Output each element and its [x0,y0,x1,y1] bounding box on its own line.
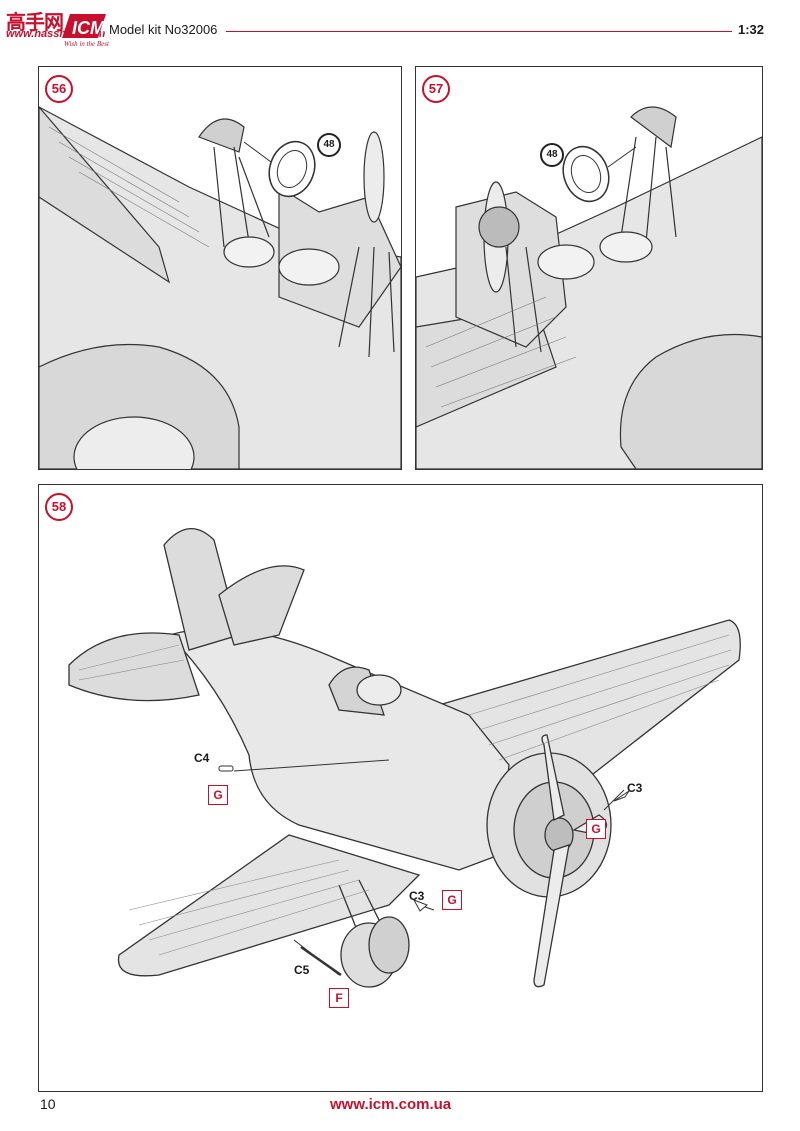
right-stabilizer [218,565,305,646]
sprue-tag-c4: G [208,785,228,805]
wing-ribs [48,126,210,248]
wheel-disc-48 [268,140,316,198]
watermark-logo: 高手网 [6,10,64,34]
icm-logo: ICM [62,14,106,38]
step-57-leader [607,146,637,168]
step-number-badge: 56 [45,75,73,103]
step-56-leader [243,141,272,163]
sprue-tag-c3-right: G [586,819,606,839]
wheel-disc-48 [562,145,610,203]
left-gear-struts [505,246,542,353]
wing-panel-left [39,106,171,284]
wing-ribs [425,296,577,408]
brand-tagline: Wish in the Best [64,40,109,48]
c3-right-leader [603,789,625,811]
part-c3-right [613,790,630,802]
step-57-panel: 57 48 [415,66,763,470]
fuselage [167,628,510,871]
step-56-panel: 56 48 [38,66,402,470]
sprue-tag-c5: F [329,988,349,1008]
propeller-blade-top [541,734,565,821]
propeller-hub [478,206,520,248]
step-57-illustration [416,106,762,469]
scale-label: 1:32 [738,22,765,37]
step-58-panel: 58 C4 G C3 G C3 G C5 F [38,484,763,1092]
left-wing [117,834,421,977]
part-c4 [218,765,234,772]
part-ref-badge: 48 [540,143,564,167]
main-wheel-inner [368,916,410,974]
part-label-c3-bottom: C3 [409,889,425,903]
wheel-disc-ring [276,150,308,188]
part-label-c5: C5 [294,963,310,977]
wing-ribs [78,634,732,956]
tail-surface [73,416,195,469]
wheel-strut-top [198,118,245,153]
part-label-c3-right: C3 [627,781,643,795]
headrest [356,674,402,706]
part-c5 [300,945,342,977]
sprue-tag-c3-bottom: G [442,890,462,910]
wheel-well-right [599,231,653,263]
wheel-well-left [223,236,275,268]
engine-nacelle [278,185,401,328]
part-ref-badge: 48 [317,133,341,157]
step-number-badge: 57 [422,75,450,103]
header-rule [226,31,732,32]
fuselage [619,333,762,469]
propeller-blade [363,131,385,223]
wheel-well-right [278,248,340,286]
step-56-illustration [39,106,401,469]
step-number-badge: 58 [45,493,73,521]
propeller-blade-bottom [533,844,570,988]
right-gear-struts [338,246,395,358]
right-wing [438,619,741,786]
wheel-well-left [537,244,595,280]
part-c3-bottom [412,899,428,912]
left-stabilizer [68,632,200,702]
c4-leader [233,759,390,772]
wheel-strut-top [630,106,677,149]
step-58-illustration [68,527,741,988]
part-label-c4: C4 [194,751,210,765]
page-number: 10 [40,1096,56,1112]
icm-logo-text: ICM [72,18,106,38]
right-gear-struts [620,136,677,243]
landing-gear-struts [213,146,270,248]
footer-website-link[interactable]: www.icm.com.ua [330,1096,452,1113]
model-kit-title: Model kit No32006 [109,22,218,37]
wheel-disc-ring [570,155,602,193]
